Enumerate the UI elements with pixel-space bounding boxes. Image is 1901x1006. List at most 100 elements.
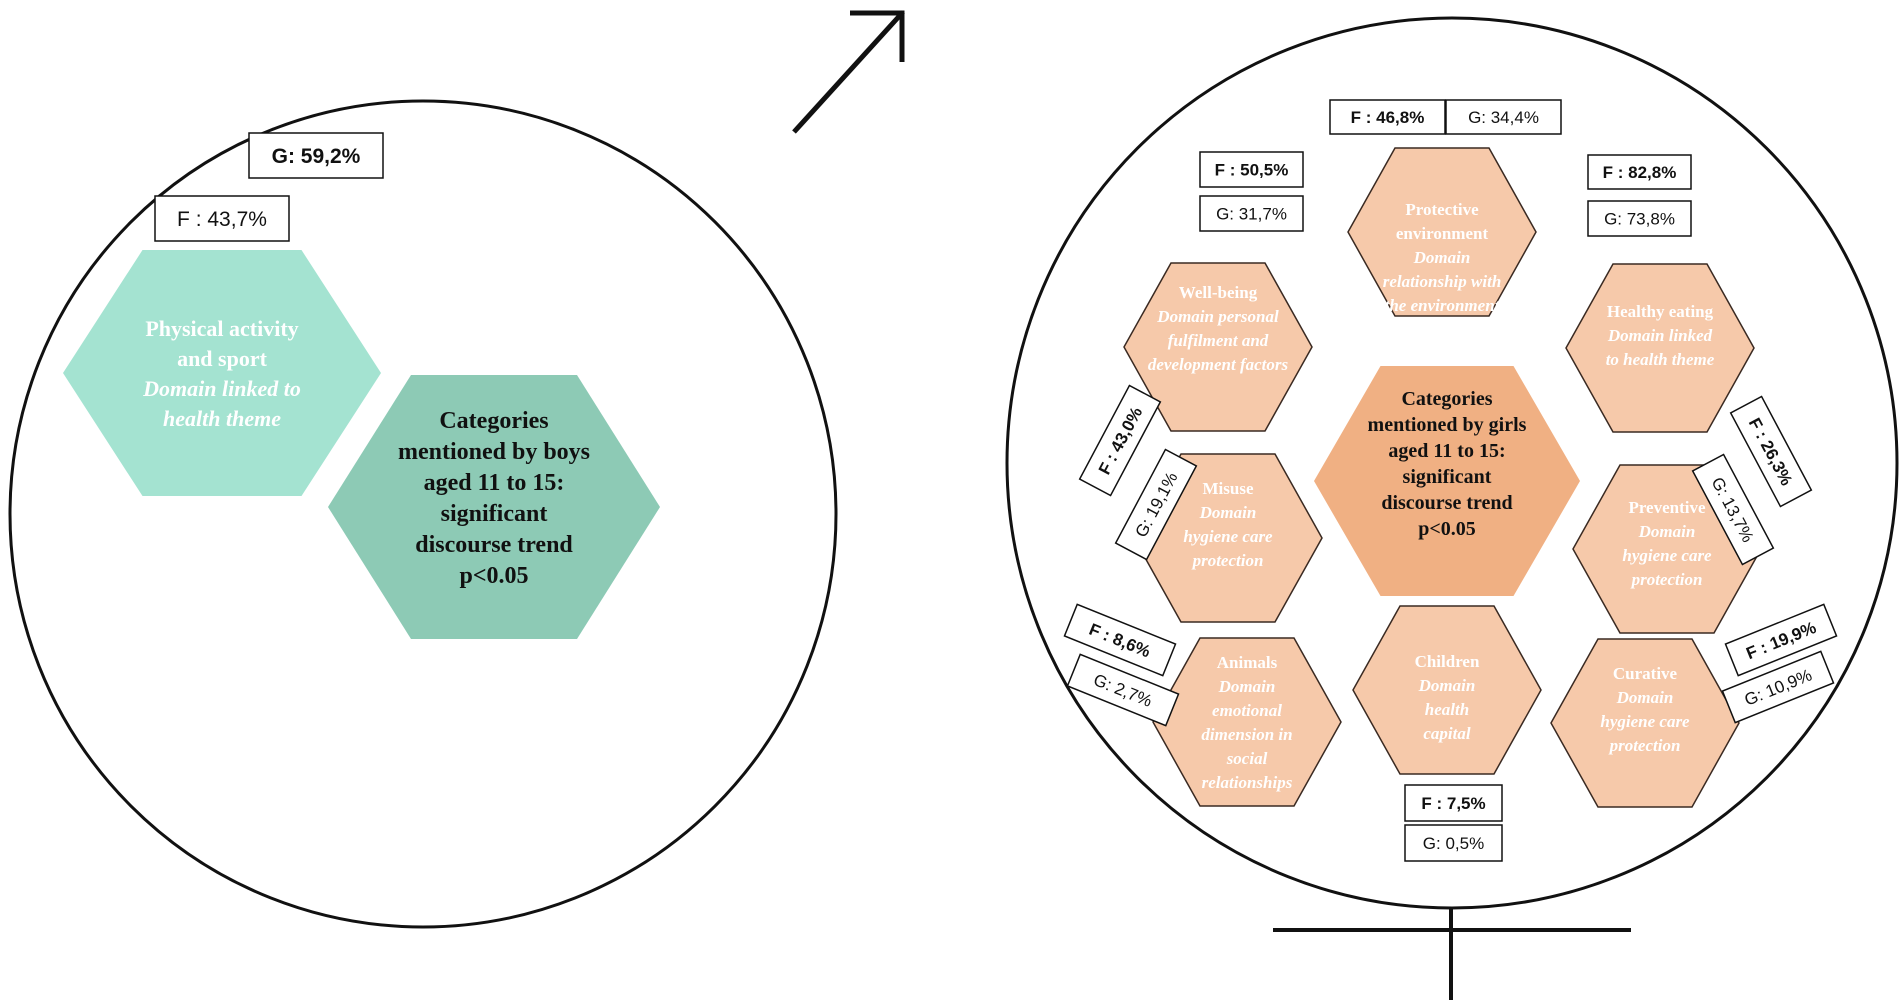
hex-curative-domain: hygiene care [1600, 712, 1690, 731]
hex-protective-title: Protective [1405, 200, 1479, 219]
hex-misuse-domain: hygiene care [1183, 527, 1273, 546]
badge-children-f-label: F : 7,5% [1421, 794, 1485, 813]
hex-wellbeing-title: Well-being [1179, 283, 1258, 302]
boys-center-label: discourse trend [415, 532, 573, 558]
hex-animals-domain: social [1226, 749, 1268, 768]
hex-animals-domain: relationships [1202, 773, 1293, 792]
boys-center-label: p<0.05 [459, 563, 528, 589]
badge-protective-g-label: G: 34,4% [1468, 108, 1539, 127]
hex-wellbeing-shape [1123, 262, 1313, 432]
hex-preventive-domain: Domain [1638, 522, 1696, 541]
badge-protective-g: G: 34,4% [1445, 99, 1562, 135]
badge-healthy-g-label: G: 73,8% [1604, 210, 1675, 229]
hex-animals-domain: dimension in [1201, 725, 1292, 744]
hex-wellbeing-domain: fulfilment and [1168, 331, 1269, 350]
male-arrow-shaft [792, 10, 905, 134]
boys-center-label: Categories [439, 408, 548, 434]
badge-wellbeing-g-label: G: 31,7% [1216, 205, 1287, 224]
boys-center-label: significant [441, 501, 548, 527]
hex-children-title: Children [1415, 652, 1480, 671]
hex-children-domain: capital [1423, 724, 1470, 743]
hex-healthy-domain: Domain linked [1607, 326, 1713, 345]
badge-children-g-label: G: 0,5% [1423, 834, 1484, 853]
hex-curative-title: Curative [1613, 664, 1678, 683]
hex-physical-activity-title: Physical activity [145, 316, 298, 341]
hex-misuse-domain: protection [1191, 551, 1264, 570]
hex-preventive-title: Preventive [1628, 498, 1706, 517]
badge-protective-f-label: F : 46,8% [1351, 108, 1425, 127]
badge-boys-g-label: G: 59,2% [272, 145, 361, 168]
hex-protective-shape [1347, 147, 1537, 317]
badge-curative-g-frame [1721, 650, 1835, 724]
badge-healthy-g: G: 73,8% [1587, 200, 1692, 237]
hex-children-domain: health [1425, 700, 1469, 719]
hex-boys-center-shape [328, 375, 660, 639]
hex-preventive-domain: protection [1630, 570, 1703, 589]
boys-center-label: mentioned by boys [398, 439, 590, 465]
badge-animals-g-frame [1066, 653, 1180, 727]
badge-preventive-g-frame [1691, 453, 1775, 566]
hex-children-domain: Domain [1418, 676, 1476, 695]
female-symbol-icon [1005, 16, 1899, 1000]
badge-healthy-f-label: F : 82,8% [1603, 163, 1677, 182]
badge-wellbeing-f-label: F : 50,5% [1215, 161, 1289, 180]
girls-center-label: p<0.05 [1418, 518, 1476, 540]
hex-healthy-title: Healthy eating [1607, 302, 1714, 321]
hex-children-shape [1352, 605, 1542, 775]
badge-animals-g: G: 2,7% [1066, 653, 1180, 727]
badge-misuse-f-frame [1078, 384, 1162, 497]
male-symbol-icon [8, 10, 905, 929]
badge-protective-f: F : 46,8% [1329, 99, 1446, 135]
hex-physical-activity-title: and sport [177, 346, 268, 371]
hex-animals-domain: emotional [1212, 701, 1282, 720]
hex-animals-shape [1152, 637, 1342, 807]
girls-center-label: aged 11 to 15: [1388, 440, 1505, 462]
hex-physical-activity-domain: Domain linked to [142, 376, 301, 401]
hex-physical-activity-domain: health theme [163, 406, 281, 431]
hex-curative-domain: Domain [1616, 688, 1674, 707]
girls-center-label: Categories [1401, 388, 1492, 410]
hex-curative-domain: protection [1608, 736, 1681, 755]
badge-wellbeing-g: G: 31,7% [1199, 195, 1304, 232]
badge-boys-g: G: 59,2% [248, 132, 384, 179]
badge-healthy-f-frame [1587, 154, 1692, 190]
hex-protective-title: environment [1396, 224, 1489, 243]
hex-misuse-title: Misuse [1203, 479, 1254, 498]
hex-protective-domain: relationship with [1383, 272, 1502, 291]
hex-protective-domain: the environment [1385, 296, 1501, 315]
badge-protective-f-frame [1329, 99, 1446, 135]
badge-wellbeing-f: F : 50,5% [1199, 151, 1304, 188]
hex-protective: ProtectiveenvironmentDomainrelationship … [1347, 147, 1537, 317]
badge-animals-f-frame [1063, 603, 1177, 677]
hex-curative-shape [1550, 638, 1740, 808]
badge-children-g: G: 0,5% [1404, 824, 1503, 862]
boys-center-label: aged 11 to 15: [424, 470, 565, 496]
badge-curative-f-frame [1724, 603, 1838, 677]
badge-boys-f: F : 43,7% [154, 195, 290, 242]
girls-center-label: significant [1403, 466, 1492, 488]
hex-healthy-shape [1565, 263, 1755, 433]
badge-healthy-f: F : 82,8% [1587, 154, 1692, 190]
hex-wellbeing-domain: development factors [1148, 355, 1289, 374]
hex-physical-activity-shape [63, 250, 381, 496]
hex-boys-center: Categories mentioned by boys aged 11 to 15… [328, 375, 660, 639]
badge-boys-g-frame [248, 132, 384, 179]
badge-healthy-g-frame [1587, 200, 1692, 237]
badge-misuse-f: F : 43,0% [1078, 384, 1162, 497]
badge-preventive-f-frame [1729, 395, 1813, 508]
hex-girls-center-shape [1314, 366, 1580, 596]
badge-animals-f: F : 8,6% [1063, 603, 1177, 677]
hex-misuse-domain: Domain [1199, 503, 1257, 522]
badge-wellbeing-g-frame [1199, 195, 1304, 232]
hex-animals-title: Animals [1217, 653, 1278, 672]
badge-wellbeing-f-frame [1199, 151, 1304, 188]
badge-boys-f-frame [154, 195, 290, 242]
